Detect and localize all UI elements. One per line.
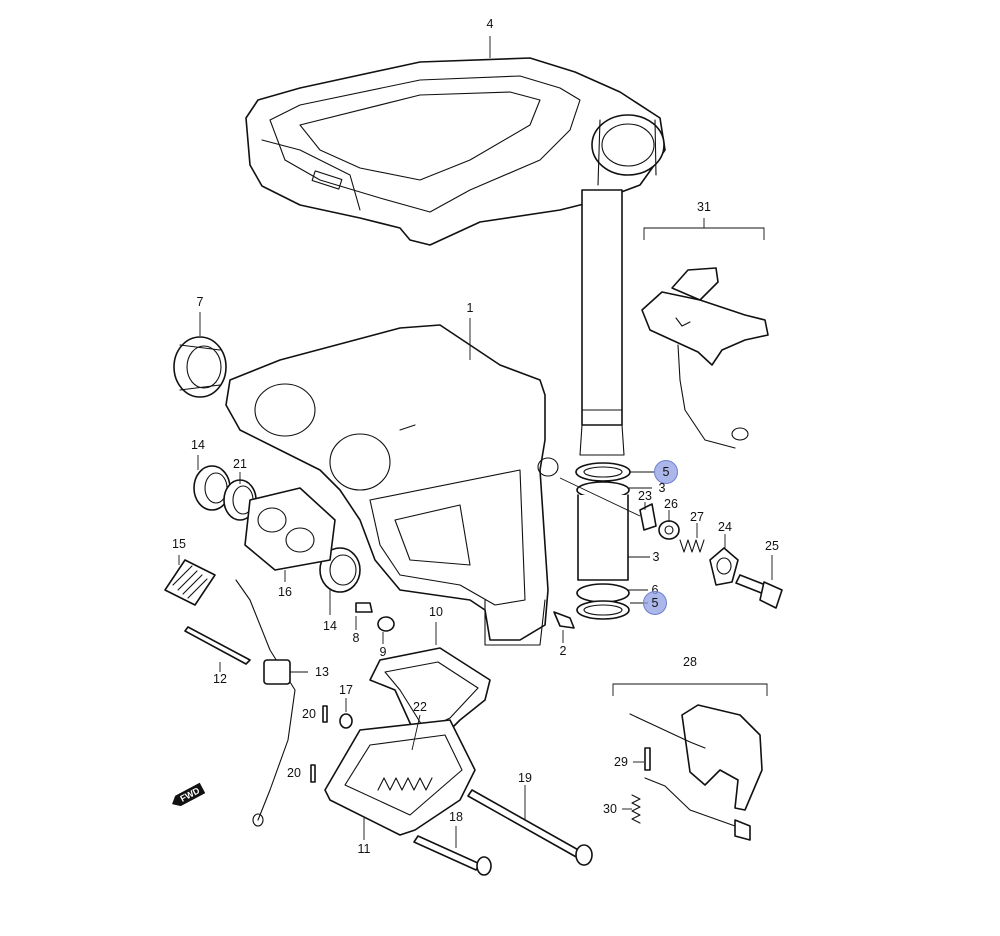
part-10-frame [369,647,491,746]
callout-22: 22 [413,700,427,714]
callout-23: 23 [638,489,652,503]
part-17-washer [339,713,353,729]
part-27-spring [679,539,705,553]
callout-27: 27 [690,510,704,524]
part-16-spacer [244,487,336,571]
callout-13: 13 [315,665,329,679]
parts-3-5-6-washers-bushings [575,462,631,620]
part-4-swivel-bracket [245,57,666,246]
part-13-rod [235,579,296,827]
callout-18: 18 [449,810,463,824]
part-15-plate [164,559,216,606]
part-23-tab [639,503,657,531]
callout-14-upper: 14 [191,438,205,452]
callout-21: 21 [233,457,247,471]
callout-14-lower: 14 [323,619,337,633]
callout-20-lower: 20 [287,766,301,780]
callout-16: 16 [278,585,292,599]
part-14-21-bushings [193,465,361,593]
callout-19: 19 [518,771,532,785]
callout-8: 8 [352,631,360,645]
part-1-swivel-bracket [225,324,559,646]
callout-7: 7 [196,295,204,309]
part-25-bolt [735,574,783,609]
part-29-pin [644,747,651,771]
part-8-bolt [355,602,373,613]
callout-5-lower: 5 [643,591,667,615]
callout-6: 6 [651,583,659,597]
callout-12: 12 [213,672,227,686]
callout-15: 15 [172,537,186,551]
part-2-grease-nipple [553,611,575,629]
callout-31: 31 [697,200,711,214]
part-9-washer [377,616,395,632]
leader-lines [178,36,773,848]
part-30-spring [631,794,641,824]
part-28-latch-assembly [629,704,763,841]
part-26-washer [658,520,680,540]
part-19-bolt [467,789,593,866]
part-18-bolt [413,835,492,876]
part-7-bushing [173,336,227,398]
callout-1: 1 [466,301,474,315]
part-24-nut [709,547,739,586]
callout-29: 29 [614,755,628,769]
callout-24: 24 [718,520,732,534]
callout-3-upper: 3 [658,481,666,495]
callout-20-upper: 20 [302,707,316,721]
callout-9: 9 [379,645,387,659]
part-31-lever-assembly [641,267,769,449]
callout-28: 28 [683,655,697,669]
callout-11: 11 [357,842,371,856]
callout-17: 17 [339,683,353,697]
callout-4: 4 [486,17,494,31]
steering-shaft [579,189,625,456]
callout-26: 26 [664,497,678,511]
callout-3-lower: 3 [652,550,660,564]
callout-30: 30 [603,802,617,816]
part-12-pin [184,626,251,665]
callout-2: 2 [559,644,567,658]
part-11-lower-bracket [324,719,476,836]
callout-25: 25 [765,539,779,553]
part-20-pins [310,705,328,783]
part-22-spring [377,777,433,791]
callout-5-upper: 5 [654,460,678,484]
callout-10: 10 [429,605,443,619]
